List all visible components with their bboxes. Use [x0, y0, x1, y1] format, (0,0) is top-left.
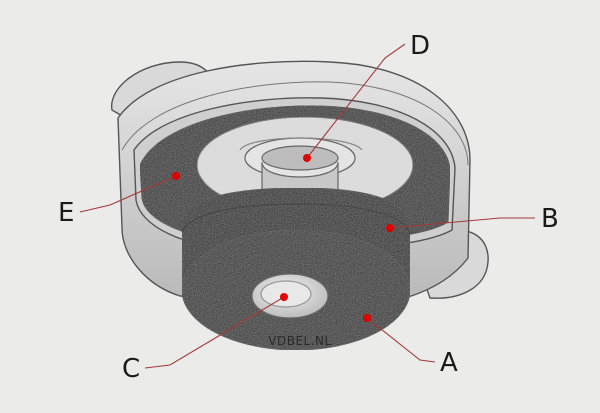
- label-C: C: [122, 354, 140, 384]
- label-E: E: [58, 198, 74, 228]
- rubber-disc: [181, 187, 411, 351]
- leader-B: [389, 217, 535, 229]
- marker-C: [280, 293, 288, 301]
- marker-A: [363, 314, 371, 322]
- label-D: D: [410, 31, 430, 61]
- watermark: VDBEL.NL: [268, 334, 331, 348]
- leader-C: [144, 296, 285, 369]
- marker-E: [172, 172, 180, 180]
- leader-D: [306, 43, 406, 159]
- label-B: B: [541, 204, 559, 234]
- center-boss-C: [251, 273, 329, 319]
- leader-A: [366, 317, 436, 363]
- markers: [172, 154, 394, 322]
- leader-E: [79, 175, 177, 213]
- leader-lines: [79, 43, 535, 369]
- marker-B: [386, 224, 394, 232]
- marker-D: [303, 154, 311, 162]
- label-A: A: [440, 348, 458, 378]
